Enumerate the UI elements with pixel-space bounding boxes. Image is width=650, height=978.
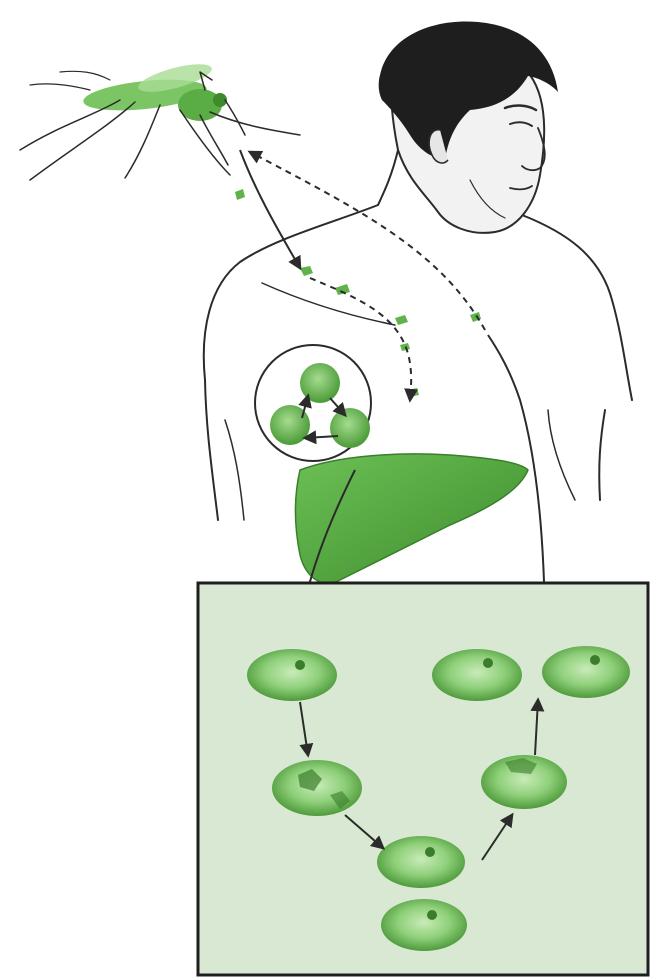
liver-cell-inset [255,345,371,461]
liver-icon [295,454,528,583]
human-figure-icon [204,21,632,520]
blood-panel [198,583,648,975]
mosquito-icon [20,59,300,180]
arrow-bite-to-blood [240,150,300,268]
